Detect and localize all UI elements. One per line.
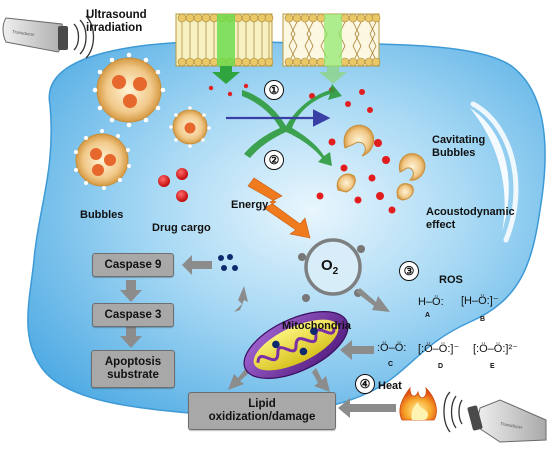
ros-species-e-letter: E xyxy=(490,363,495,370)
probe-top-text: Transducer xyxy=(12,29,36,37)
ros-species-e: [:Ö–Ö:]²⁻ xyxy=(473,343,518,355)
green-curved-arrow xyxy=(242,84,342,166)
label-acoustodynamic: Acoustodynamic effect xyxy=(426,206,515,231)
green-down-arrow-2 xyxy=(319,66,347,84)
ros-species-d-letter: D xyxy=(438,363,444,370)
membrane-intact xyxy=(175,13,274,67)
ros-species-c: :Ö–Ö: xyxy=(377,342,407,354)
cavitating-bubbles xyxy=(336,124,426,201)
label-ultrasound: Ultrasound irradiation xyxy=(86,9,147,34)
step-4-badge: ④ xyxy=(355,374,375,394)
green-down-arrow-1 xyxy=(212,66,240,84)
label-cavitating-bubbles: Cavitating Bubbles xyxy=(432,134,486,159)
apoptosis-substrate-box: Apoptosis substrate xyxy=(91,350,175,388)
drug-cargo-drops xyxy=(158,168,188,202)
ros-species-a-letter: A xyxy=(425,312,431,319)
caspase-9-box: Caspase 9 xyxy=(92,253,174,277)
o2-symbol: O xyxy=(321,257,333,274)
probe-bottom-text: Transducer xyxy=(500,421,524,430)
bubble-small-1 xyxy=(169,106,211,148)
ros-species-b-letter: B xyxy=(480,316,486,323)
label-mitochondria: Mitochondria xyxy=(282,320,352,332)
cell-highlight xyxy=(470,108,509,232)
ros-species-b: [H–Ö:]⁻ xyxy=(461,295,499,307)
label-drug-cargo: Drug cargo xyxy=(152,222,211,234)
probe-top: Transducer xyxy=(2,15,95,59)
ros-species-d: [:Ö–Ö:]⁻ xyxy=(418,343,460,355)
label-bubbles: Bubbles xyxy=(80,209,124,221)
bubble-medium xyxy=(74,129,131,190)
heat-fire-icon xyxy=(399,386,437,421)
o2-subscript: 2 xyxy=(332,266,339,277)
membrane-disrupted xyxy=(282,13,381,67)
o2-label: O2 xyxy=(321,258,338,280)
ros-species-c-letter: C xyxy=(388,361,394,368)
step-1-badge: ① xyxy=(264,80,284,100)
energy-arrow xyxy=(247,177,311,239)
step-2-badge: ② xyxy=(264,150,284,170)
released-cargo-dots xyxy=(218,254,238,271)
lipid-oxidization-box: Lipid oxidization/damage xyxy=(188,392,336,430)
label-energy: Energy xyxy=(231,199,269,211)
bubble-large xyxy=(92,52,166,128)
label-heat: Heat xyxy=(378,380,402,392)
caspase-3-box: Caspase 3 xyxy=(92,303,174,327)
mitochondria xyxy=(243,311,349,379)
released-drugs xyxy=(316,138,396,214)
probe-bottom: Transducer xyxy=(443,391,547,443)
label-ros: ROS xyxy=(439,274,463,286)
step-3-badge: ③ xyxy=(399,261,419,281)
ros-species-a: H–Ö: xyxy=(418,296,444,308)
gray-arrows xyxy=(120,255,396,418)
